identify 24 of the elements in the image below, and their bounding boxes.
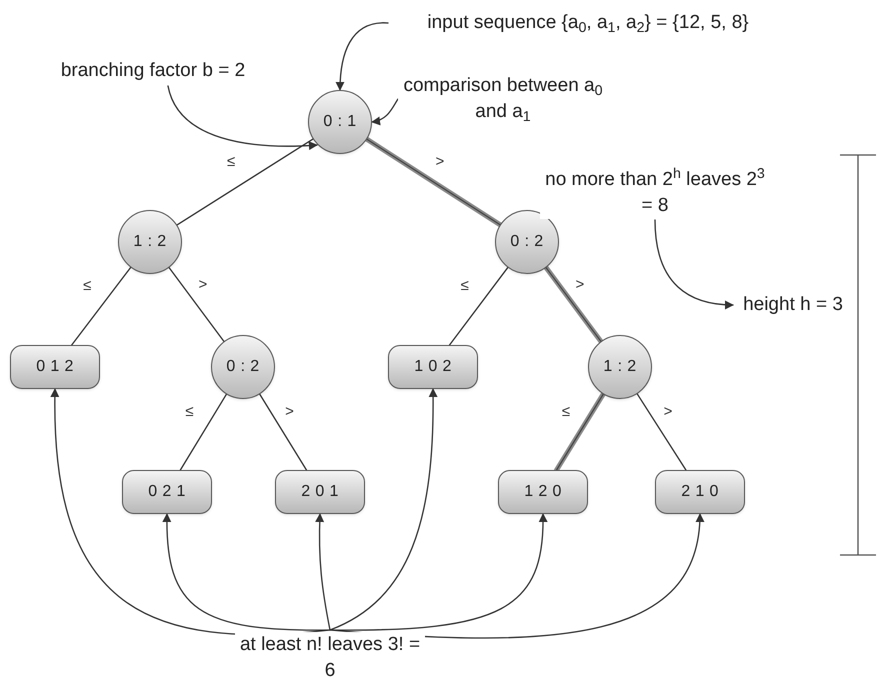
curved-arrow <box>167 85 318 150</box>
leaf-box: 1 0 2 <box>388 345 478 389</box>
connector-line <box>544 265 604 344</box>
connector-line <box>71 266 132 346</box>
curved-arrow <box>329 388 438 631</box>
leaf-box: 2 1 0 <box>655 470 745 514</box>
edge-label: ≤ <box>225 154 238 169</box>
curved-arrow <box>336 22 389 91</box>
curved-arrow <box>654 219 734 310</box>
connector-line <box>448 266 508 346</box>
leaf-box: 1 2 0 <box>498 470 588 514</box>
leaf-box: 2 0 1 <box>275 470 365 514</box>
connector-line <box>636 393 687 471</box>
curved-arrow <box>162 513 331 631</box>
leaf-box: 0 2 1 <box>122 470 212 514</box>
connector-line <box>554 392 606 472</box>
connector-line <box>259 394 308 471</box>
curved-arrow <box>371 98 399 125</box>
connector-line <box>364 136 503 228</box>
connector-line <box>168 267 225 342</box>
connector-line <box>176 138 314 226</box>
connector-line <box>180 394 228 471</box>
leaf-box: 0 1 2 <box>10 345 100 389</box>
curved-arrow <box>315 513 331 631</box>
